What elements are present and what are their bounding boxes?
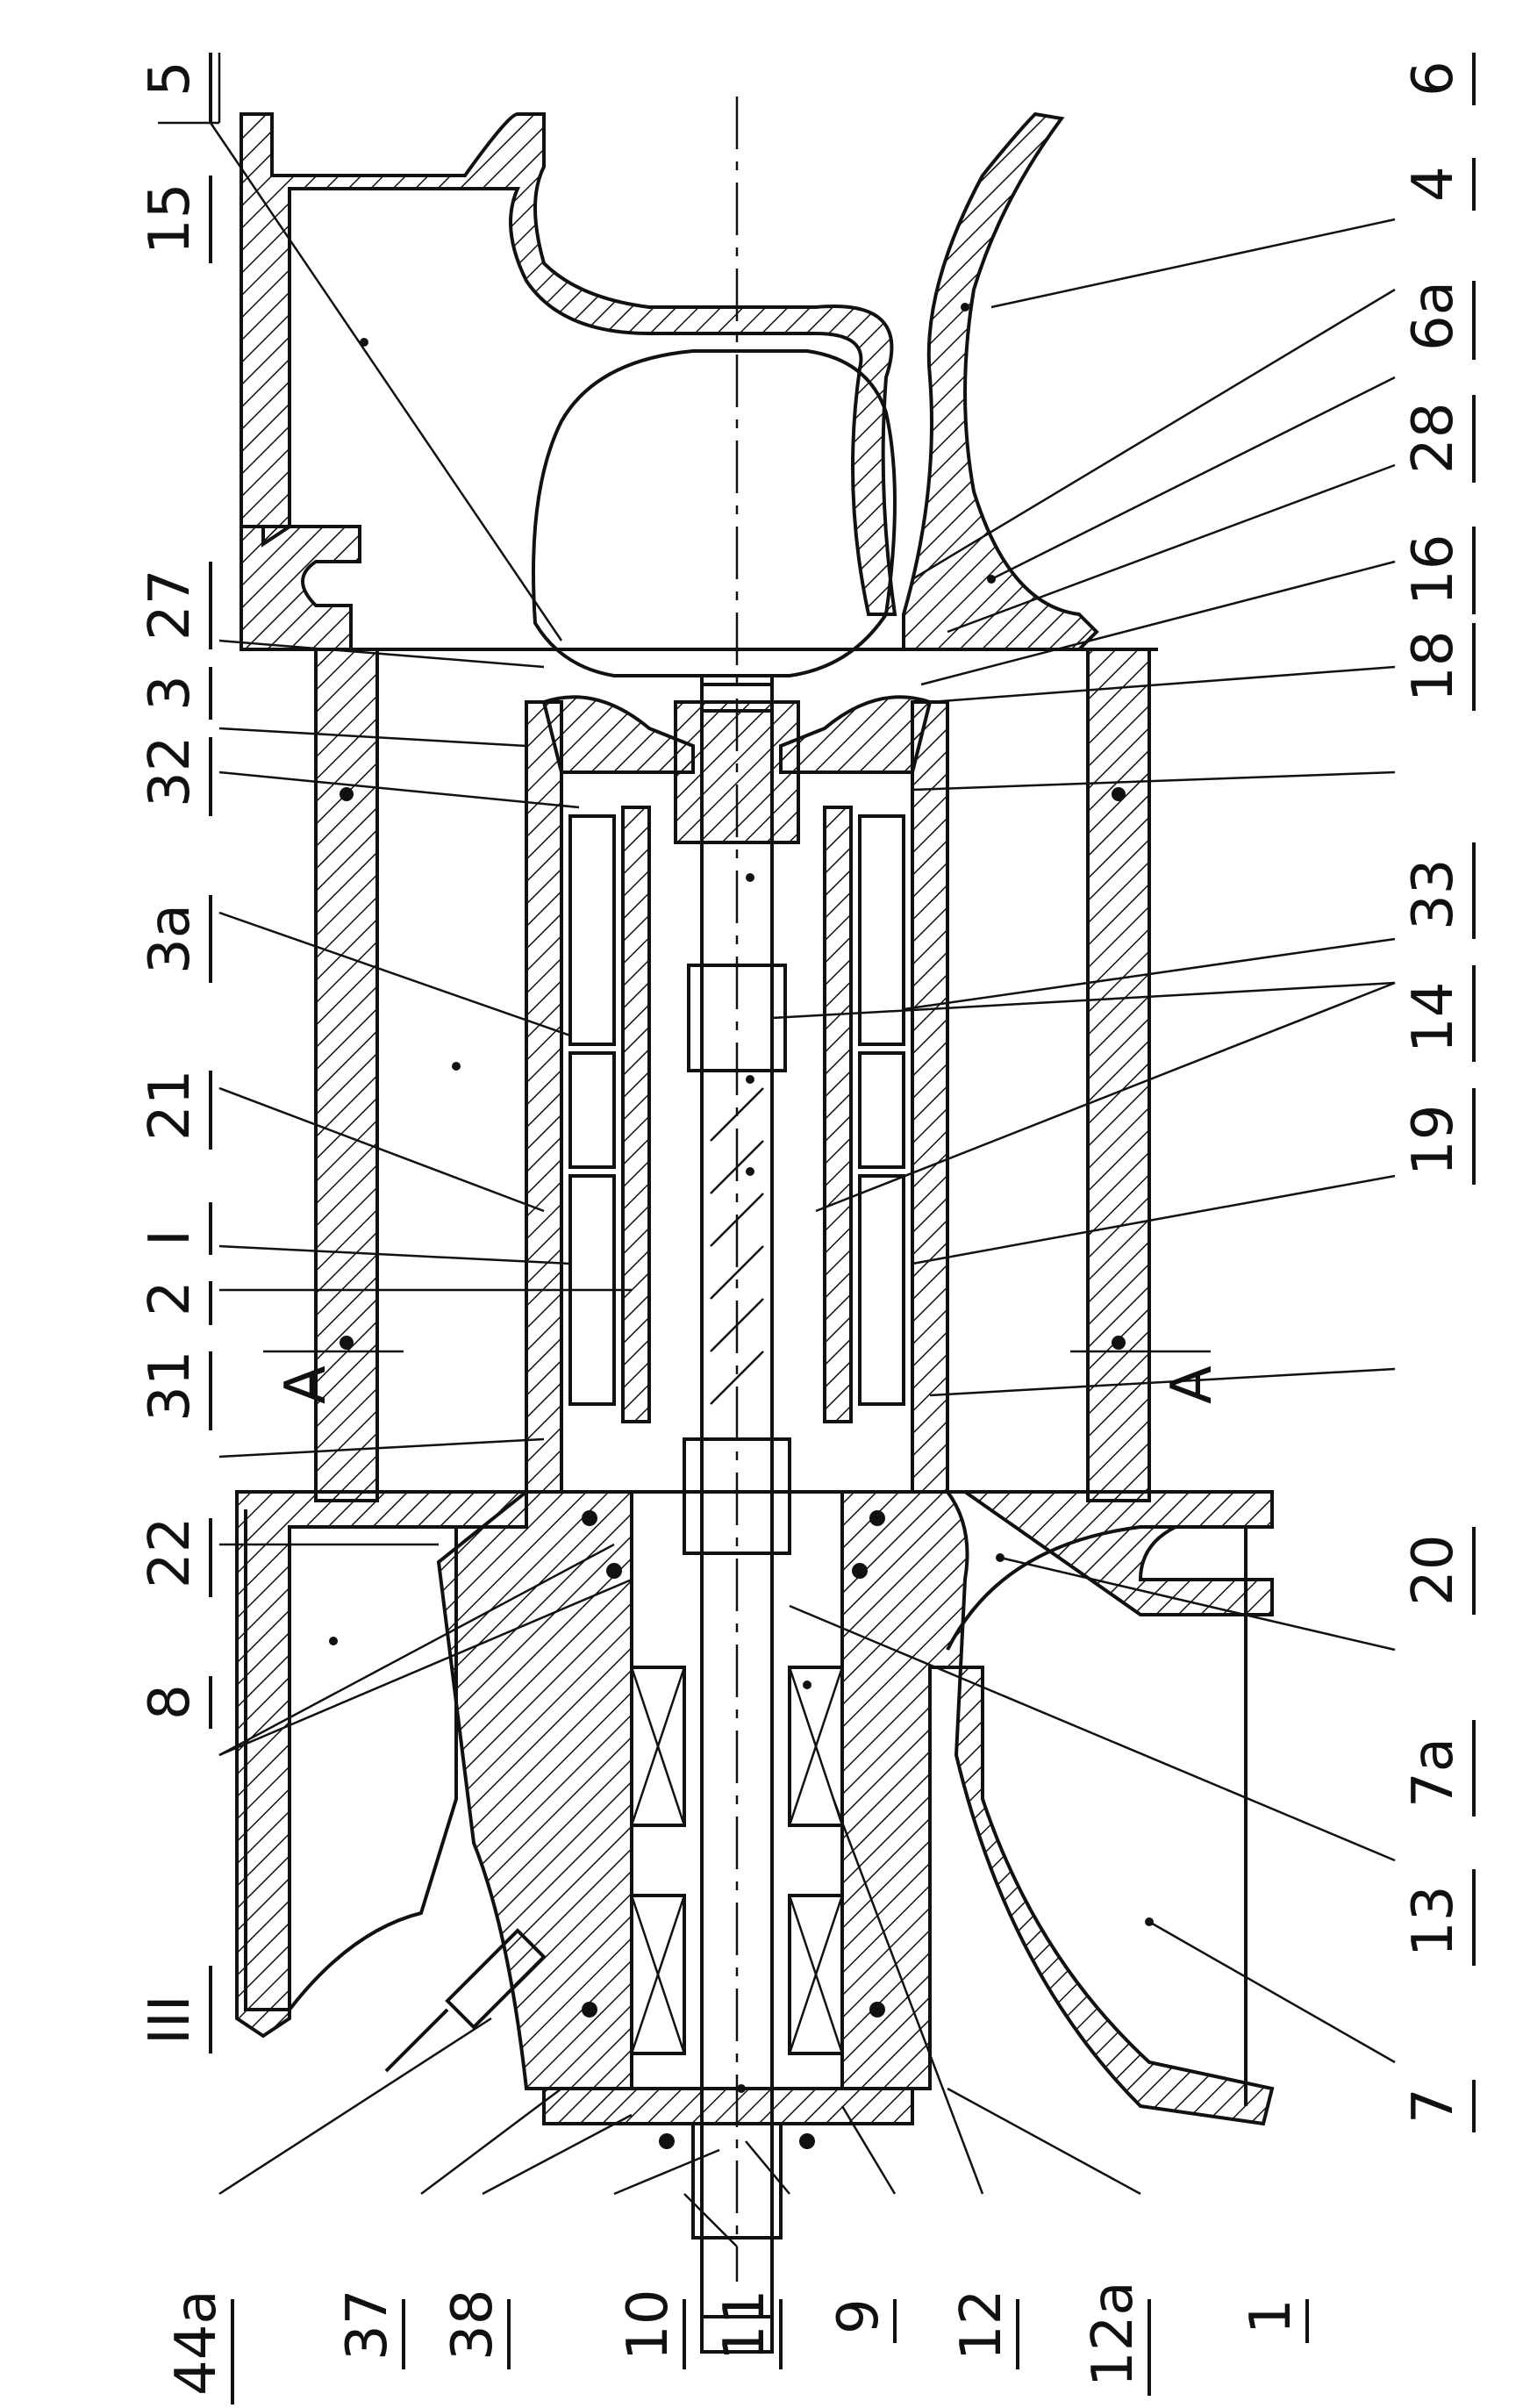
outlet-left-flange bbox=[235, 1490, 528, 2039]
label-4: 4 bbox=[1401, 166, 1466, 202]
label-33: 33 bbox=[1401, 859, 1466, 930]
label-10: 10 bbox=[616, 2290, 681, 2361]
stator-right-lower bbox=[858, 1174, 905, 1406]
bearing-upper-left bbox=[630, 1666, 686, 1827]
label-19: 19 bbox=[1401, 1105, 1466, 1176]
label-A-top: A bbox=[274, 1365, 339, 1404]
jacket-right-wall bbox=[1086, 648, 1151, 1502]
motor-housing-right bbox=[911, 700, 949, 1494]
mid-ring-left bbox=[568, 1051, 616, 1169]
label-12: 12 bbox=[949, 2290, 1014, 2361]
top-flange-left bbox=[240, 525, 361, 651]
end-cap bbox=[542, 2087, 914, 2125]
mid-ring-right bbox=[858, 1051, 905, 1169]
label-16: 16 bbox=[1401, 534, 1466, 606]
top-elbow-inner bbox=[902, 111, 1099, 651]
label-38: 38 bbox=[440, 2290, 505, 2361]
pump-section-drawing bbox=[235, 97, 1275, 2354]
bearing-upper-right bbox=[788, 1666, 844, 1827]
top-bulb bbox=[532, 349, 897, 677]
label-28: 28 bbox=[1401, 403, 1466, 474]
screw-thread bbox=[710, 1087, 764, 1405]
top-elbow-outer bbox=[240, 112, 897, 616]
stator-left-upper bbox=[568, 814, 616, 1046]
seal-markers bbox=[340, 787, 1126, 2149]
leader-points bbox=[329, 303, 1154, 2093]
label-group-left: 5 15 27 3 32 3a 21 I 2 31 A 22 8 III bbox=[138, 61, 339, 2045]
label-6: 6 bbox=[1401, 61, 1466, 97]
label-7: 7 bbox=[1401, 2088, 1466, 2124]
label-A-bot: A bbox=[1160, 1365, 1225, 1404]
label-underlines bbox=[209, 53, 1476, 2404]
inlet-8 bbox=[244, 1509, 458, 2011]
label-3a: 3a bbox=[138, 904, 203, 974]
inlet-7 bbox=[946, 1525, 1248, 2106]
label-8: 8 bbox=[138, 1684, 203, 1720]
label-21: 21 bbox=[138, 1070, 203, 1141]
rotor-right bbox=[823, 806, 853, 1423]
label-group-right: 6 4 6a 28 16 18 33 14 19 A 20 7a 13 7 bbox=[1160, 61, 1466, 2124]
shaft bbox=[700, 683, 774, 2354]
label-III: III bbox=[138, 1995, 203, 2045]
label-group-bottom: 44a 37 38 10 11 9 12 12a 1 bbox=[164, 2281, 1304, 2396]
bearing-lower-x bbox=[630, 1895, 844, 2054]
label-32: 32 bbox=[138, 736, 203, 807]
stator-right-upper bbox=[858, 814, 905, 1046]
label-11: 11 bbox=[712, 2290, 777, 2361]
label-31: 31 bbox=[138, 1351, 203, 1422]
label-18: 18 bbox=[1401, 631, 1466, 702]
label-22: 22 bbox=[138, 1517, 203, 1588]
coupling-lower bbox=[683, 1437, 791, 1555]
lower-body-right bbox=[840, 1490, 1275, 2126]
label-44a: 44a bbox=[164, 2290, 229, 2396]
label-3: 3 bbox=[138, 675, 203, 711]
motor-housing-left bbox=[525, 700, 563, 1494]
label-27: 27 bbox=[138, 570, 203, 641]
label-12a: 12a bbox=[1081, 2281, 1146, 2387]
label-1: 1 bbox=[1239, 2298, 1304, 2334]
rotor-left bbox=[621, 806, 651, 1423]
nipple-44a bbox=[384, 1928, 547, 2073]
label-37: 37 bbox=[335, 2290, 400, 2361]
label-13: 13 bbox=[1401, 1886, 1466, 1957]
impeller-hub bbox=[674, 700, 800, 844]
leader-lines bbox=[158, 53, 1396, 2247]
bearing-lower-left bbox=[630, 1894, 686, 2055]
label-5: 5 bbox=[138, 61, 203, 97]
lower-body-left bbox=[436, 1490, 633, 2090]
label-2: 2 bbox=[138, 1280, 203, 1316]
label-7a: 7a bbox=[1401, 1738, 1466, 1808]
label-I: I bbox=[138, 1229, 203, 1246]
label-20: 20 bbox=[1401, 1535, 1466, 1606]
shaft-tip bbox=[700, 2236, 774, 2318]
outlet-right-flange bbox=[959, 1490, 1274, 1616]
shaft-nut bbox=[700, 674, 774, 713]
impeller-top bbox=[541, 695, 933, 774]
label-6a: 6a bbox=[1401, 281, 1466, 351]
label-15: 15 bbox=[138, 183, 203, 254]
bearing-upper-x bbox=[630, 1666, 844, 1826]
label-9: 9 bbox=[826, 2298, 891, 2334]
label-14: 14 bbox=[1401, 982, 1466, 1053]
bearing-lower-right bbox=[788, 1894, 844, 2055]
